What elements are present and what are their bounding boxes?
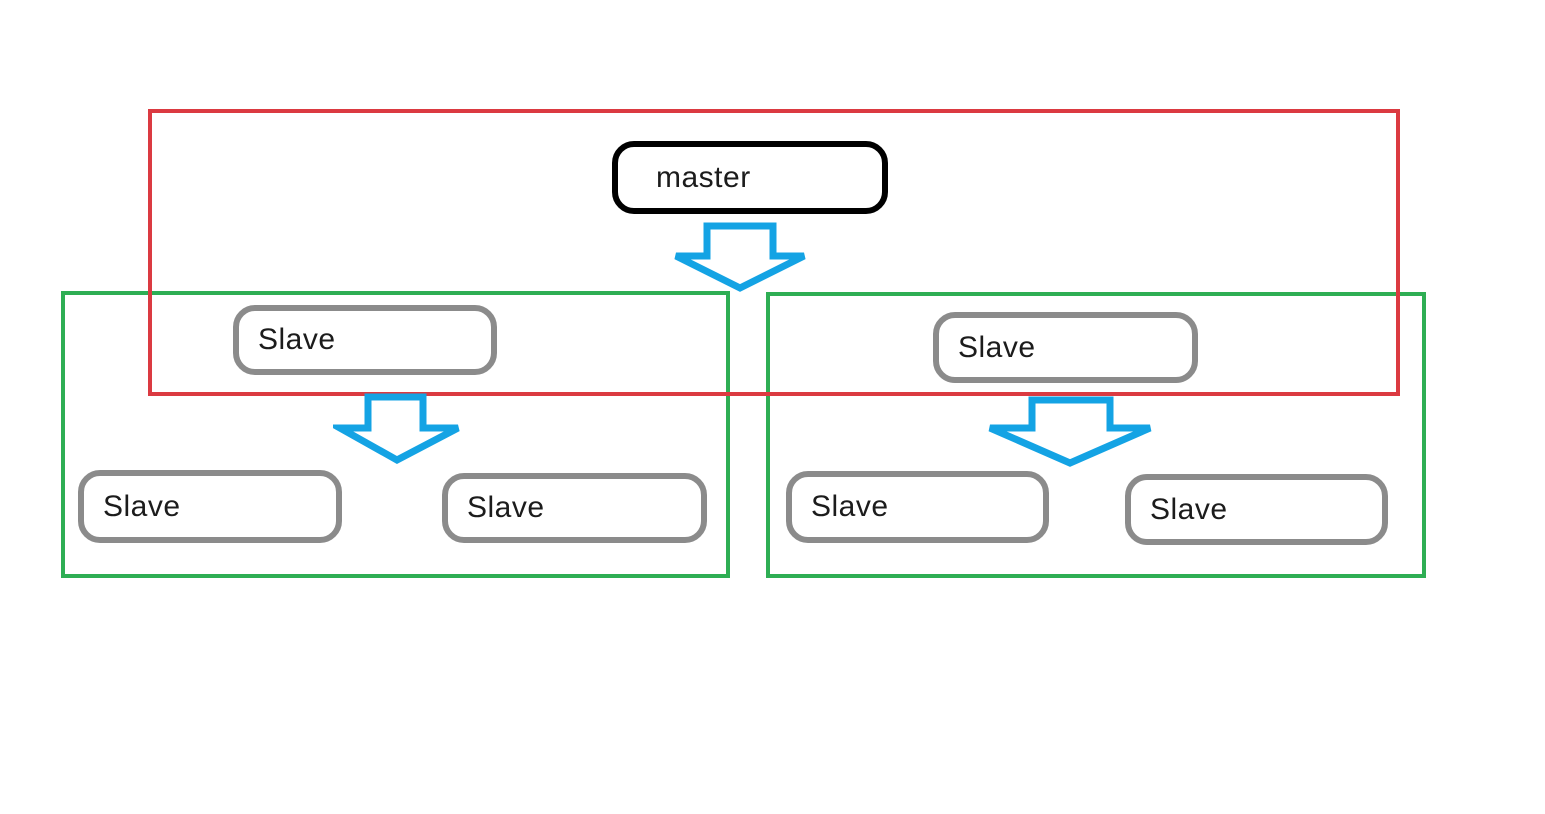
left-group-boundary-rect — [61, 291, 730, 578]
slave-node-label: Slave — [467, 491, 545, 524]
slave-node-top-left: Slave — [233, 305, 497, 375]
slave-node-label: Slave — [258, 323, 336, 356]
right-group-boundary-rect — [766, 292, 1426, 578]
slave-node-bottom-right-1: Slave — [786, 471, 1049, 543]
slave-node-top-right: Slave — [933, 312, 1198, 383]
slave-node-bottom-right-2: Slave — [1125, 474, 1388, 545]
master-node: master — [612, 141, 888, 214]
master-tier-boundary-rect — [148, 109, 1400, 396]
slave-node-bottom-left-1: Slave — [78, 470, 342, 543]
slave-node-label: Slave — [103, 489, 181, 523]
slave-node-label: Slave — [1150, 492, 1228, 526]
down-arrow-icon — [988, 396, 1152, 467]
slave-node-label: Slave — [958, 330, 1036, 364]
slave-node-bottom-left-2: Slave — [442, 473, 707, 543]
down-arrow-icon — [333, 393, 460, 464]
master-node-label: master — [656, 160, 751, 194]
down-arrow-icon — [674, 222, 806, 292]
slave-node-label: Slave — [811, 490, 889, 523]
